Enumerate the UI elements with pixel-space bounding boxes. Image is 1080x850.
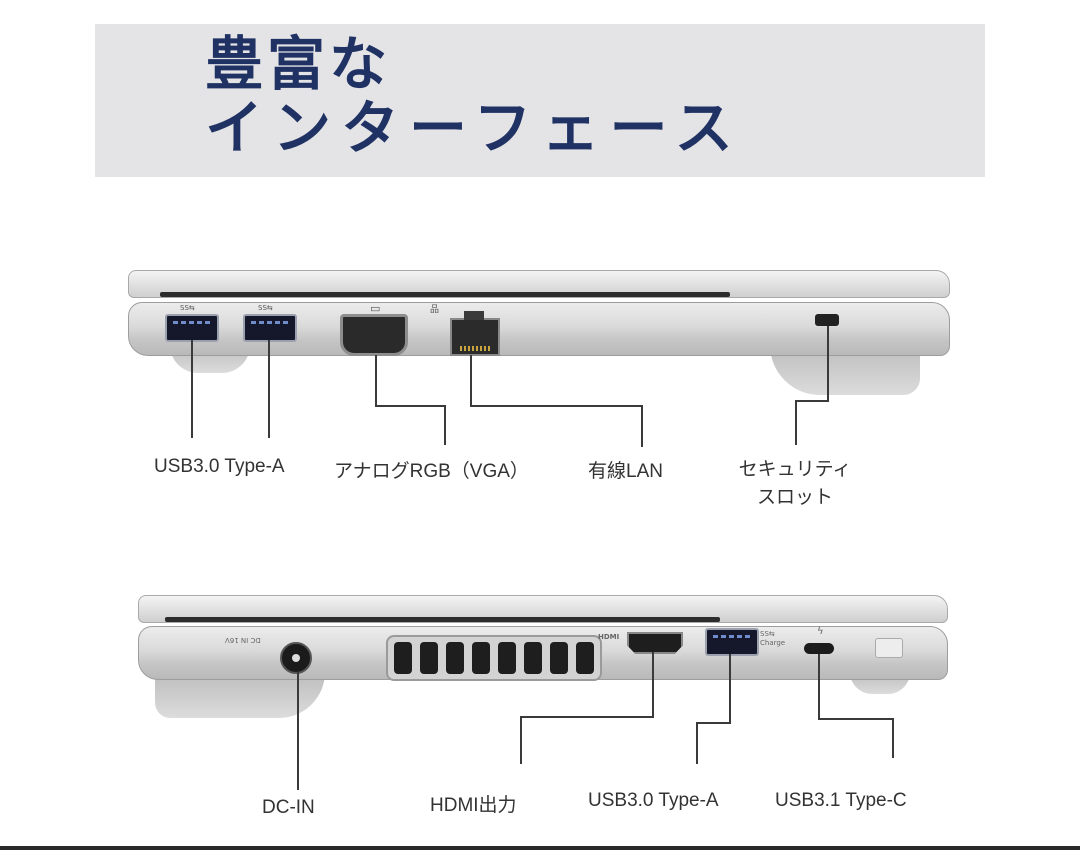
leader-line (470, 405, 642, 407)
usb-a-port-1 (165, 314, 219, 342)
label-usb31-type-c: USB3.1 Type-C (775, 790, 907, 811)
leader-line (696, 722, 731, 724)
leader-line (375, 355, 377, 407)
hdmi-logo-icon: HDMI (598, 633, 620, 641)
leader-line (191, 340, 193, 438)
leader-line (520, 716, 654, 718)
label-hdmi-output: HDMI出力 (430, 795, 517, 816)
hdmi-port (627, 632, 683, 654)
label-usb3-type-a: USB3.0 Type-A (154, 456, 285, 477)
security-slot (815, 314, 839, 326)
usb-a-charge-port (705, 628, 759, 656)
lan-port (450, 311, 500, 356)
lid-seam (160, 292, 730, 297)
leader-line (375, 405, 445, 407)
leader-line (818, 654, 820, 720)
leader-line (827, 326, 829, 402)
usb-ss-logo-icon: SS⇆ (180, 304, 195, 312)
status-indicator (875, 638, 903, 658)
label-dc-in: DC-IN (262, 797, 315, 818)
usb-charge-logo-icon: SS⇆ Charge (760, 630, 786, 647)
leader-line (696, 722, 698, 764)
usb-c-port (804, 643, 834, 654)
vga-port (340, 314, 408, 356)
leader-line (520, 716, 522, 764)
leader-line (652, 652, 654, 718)
dc-in-port (280, 642, 312, 674)
leader-line (444, 405, 446, 445)
monitor-icon: ▭ (370, 302, 381, 315)
label-usb3-type-a: USB3.0 Type-A (588, 790, 719, 811)
label-analog-rgb-vga: アナログRGB（VGA） (334, 461, 529, 482)
dc-in-marking: DC IN 16V (225, 636, 261, 644)
leader-line (470, 355, 472, 407)
leader-line (795, 400, 797, 445)
page-title: 豊富な インターフェース (205, 32, 743, 160)
title-line-2: インターフェース (205, 94, 743, 162)
title-line-1: 豊富な (205, 30, 392, 98)
lid-seam (165, 617, 720, 622)
network-icon: 品 (430, 305, 440, 315)
label-security-slot: セキュリティ スロット (738, 459, 852, 508)
bottom-border (0, 846, 1080, 850)
leader-line (641, 405, 643, 447)
cooling-vents (386, 635, 602, 681)
label-wired-lan: 有線LAN (588, 461, 663, 482)
leader-line (818, 718, 894, 720)
leader-line (892, 718, 894, 758)
thunderbolt-icon: ϟ (817, 626, 824, 637)
usb-ss-logo-icon: SS⇆ (258, 304, 273, 312)
title-banner: 豊富な インターフェース (95, 24, 985, 177)
leader-line (268, 340, 270, 438)
leader-line (729, 654, 731, 724)
leader-line (795, 400, 829, 402)
usb-a-port-2 (243, 314, 297, 342)
leader-line (297, 672, 299, 790)
